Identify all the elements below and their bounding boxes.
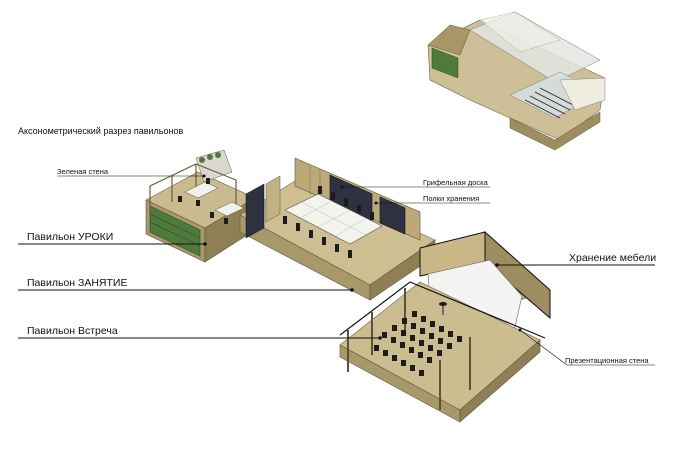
leader-lines xyxy=(18,175,655,366)
label-chalk-board: Грифельная доска xyxy=(423,178,488,187)
label-pavilion-activity: Павильон ЗАНЯТИЕ xyxy=(27,277,128,289)
diagram-title: Аксонометрический разрез павильонов xyxy=(18,126,184,136)
pavilion-activity-model xyxy=(239,157,436,301)
label-pavilion-lessons: Павильон УРОКИ xyxy=(27,231,114,243)
label-storage-shelves: Полки хранения xyxy=(423,194,480,203)
label-green-wall: Зеленая стена xyxy=(57,167,109,176)
label-presentation-wall: Презентационная стена xyxy=(565,356,649,365)
label-furniture-storage: Хранение мебели xyxy=(569,252,657,264)
label-pavilion-meeting: Павильон Встреча xyxy=(27,325,118,337)
pavilion-lessons-model xyxy=(145,149,256,263)
overview-model xyxy=(427,11,606,151)
pavilion-meeting-model xyxy=(339,230,551,423)
